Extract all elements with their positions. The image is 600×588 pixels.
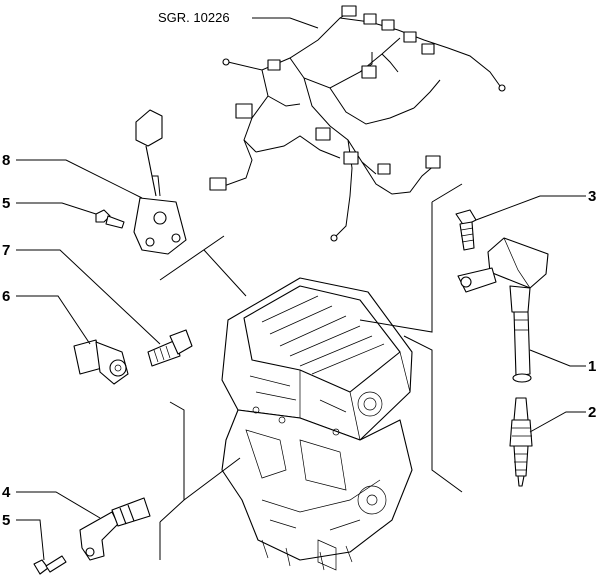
- part-3-bolt: [455, 209, 477, 251]
- part-2-spark-plug: [509, 397, 533, 487]
- part-7-bolt: [147, 329, 193, 367]
- reference-leader: [252, 17, 319, 29]
- callout-3-leader: [475, 195, 586, 221]
- callout-1-leader: [529, 349, 586, 367]
- part-1-ignition-coil: [457, 237, 549, 383]
- part-5-bolt-lower: [33, 555, 67, 575]
- part-8-sensor-bracket: [133, 109, 187, 255]
- reference-label: SGR. 10226: [158, 10, 230, 25]
- engine-block: [221, 277, 413, 571]
- part-6-knock-sensor: [73, 339, 129, 385]
- callout-4: 4: [2, 484, 11, 501]
- callout-8: 8: [2, 152, 10, 169]
- callout-5a-leader: [16, 202, 97, 215]
- callout-6-leader: [16, 295, 91, 345]
- guide-lines: [159, 183, 463, 560]
- part-4-crank-sensor: [79, 497, 151, 561]
- callout-5b-leader: [16, 519, 45, 561]
- callout-6: 6: [2, 288, 10, 305]
- callout-4-leader: [16, 491, 101, 519]
- callout-2-leader: [529, 411, 586, 433]
- callout-7-leader: [16, 249, 161, 345]
- callout-7: 7: [2, 242, 10, 259]
- callout-5b: 5: [2, 512, 10, 529]
- callout-5a: 5: [2, 195, 10, 212]
- callout-8-leader: [16, 159, 143, 199]
- wiring-harness: [209, 5, 506, 242]
- callout-1: 1: [588, 358, 596, 375]
- callout-3: 3: [588, 188, 596, 205]
- part-5-bolt-upper: [95, 209, 125, 229]
- callout-2: 2: [588, 404, 596, 421]
